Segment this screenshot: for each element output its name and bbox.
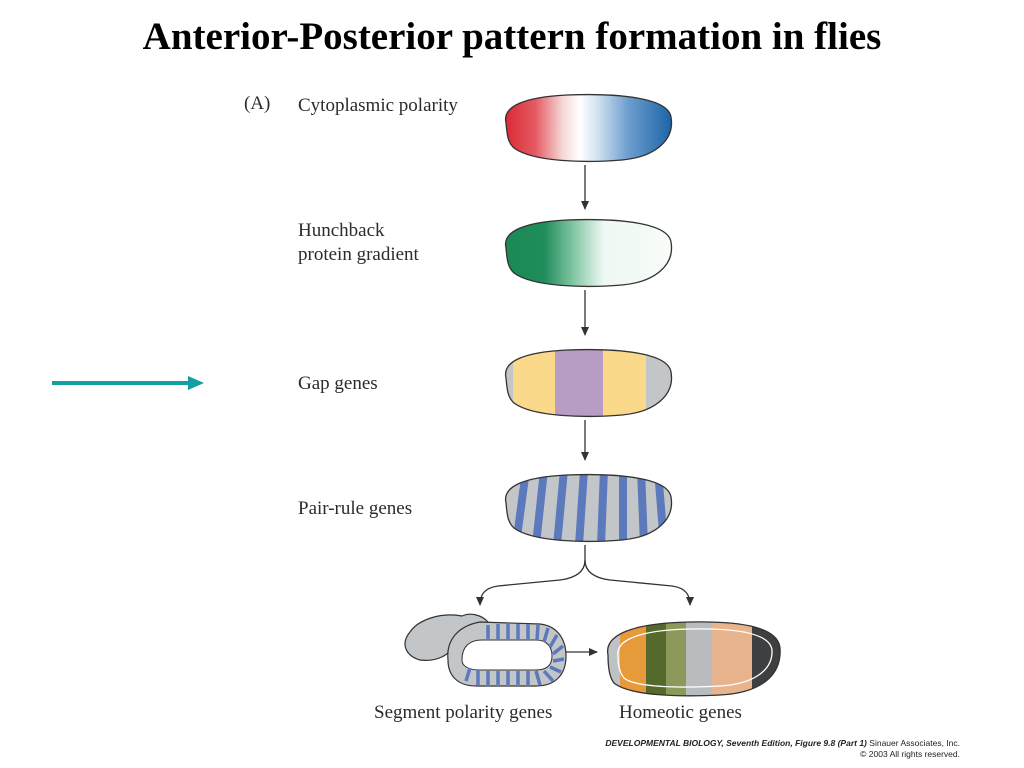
page-title: Anterior-Posterior pattern formation in … (142, 15, 882, 58)
embryo-hunchback-gradient (504, 218, 673, 288)
label-cytoplasmic-polarity: Cytoplasmic polarity (298, 95, 458, 116)
credit-publisher: Sinauer Associates, Inc. (869, 738, 960, 748)
label-hunchback-line1: Hunchback (298, 220, 385, 241)
credit-copyright: © 2003 All rights reserved. (860, 749, 960, 759)
label-homeotic-genes: Homeotic genes (619, 702, 742, 723)
label-pair-rule-genes: Pair-rule genes (298, 498, 413, 519)
branch-arrows (476, 545, 694, 606)
embryo-pair-rule-genes (504, 473, 673, 543)
panel-label: (A) (244, 93, 271, 114)
figure-credit: DEVELOPMENTAL BIOLOGY, Seventh Edition, … (605, 738, 960, 760)
label-hunchback-line2: protein gradient (298, 244, 419, 265)
embryo-homeotic (607, 621, 781, 697)
embryo-cytoplasmic-polarity (504, 93, 673, 163)
credit-book: DEVELOPMENTAL BIOLOGY, Seventh Edition, (605, 738, 793, 748)
credit-figure: Figure 9.8 (Part 1) (795, 738, 867, 748)
embryo-gap-genes (504, 348, 673, 418)
pointer-arrow-icon (52, 376, 204, 390)
label-segment-polarity-genes: Segment polarity genes (374, 702, 553, 723)
label-gap-genes: Gap genes (298, 373, 378, 394)
embryo-segment-polarity (404, 613, 567, 687)
